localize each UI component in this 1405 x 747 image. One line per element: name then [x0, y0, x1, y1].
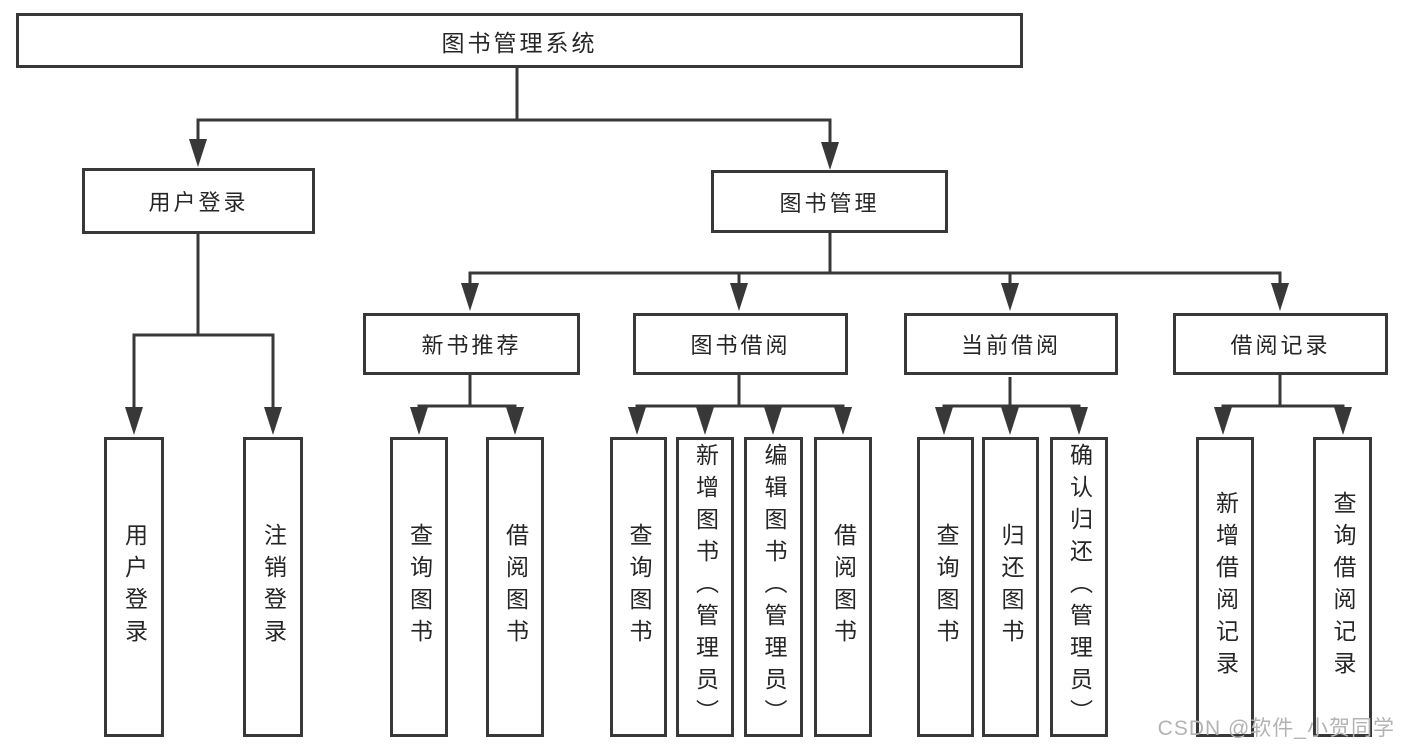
node-new-book-recommend: 新书推荐 — [363, 313, 580, 375]
leaf-borrow-record-0: 新增借阅记录 — [1196, 437, 1254, 737]
leaf-current-borrow-1: 归还图书 — [982, 437, 1039, 737]
arrowhead — [264, 407, 282, 435]
arrowhead — [189, 139, 207, 167]
arrowhead — [1214, 407, 1232, 435]
arrowhead — [834, 407, 852, 435]
node-book-borrow: 图书借阅 — [633, 313, 848, 375]
leaf-new-book-recommend-1: 借阅图书 — [486, 437, 544, 737]
arrowhead — [821, 142, 839, 170]
connector-path — [635, 375, 845, 412]
node-borrow-record: 借阅记录 — [1173, 313, 1388, 375]
arrowhead — [764, 407, 782, 435]
arrowhead — [1001, 407, 1019, 435]
arrowhead — [696, 407, 714, 435]
leaf-user-login-1: 注销登录 — [243, 437, 303, 737]
connector-path — [1221, 375, 1345, 412]
leaf-new-book-recommend-0: 查询图书 — [390, 437, 448, 737]
connector-path — [132, 234, 275, 413]
arrowhead — [628, 407, 646, 435]
leaf-borrow-record-1: 查询借阅记录 — [1313, 437, 1372, 737]
arrowhead — [730, 283, 748, 311]
leaf-book-borrow-3: 借阅图书 — [814, 437, 872, 737]
connector-path — [196, 68, 832, 148]
node-user-login: 用户登录 — [82, 168, 315, 234]
leaf-current-borrow-2: 确认归还（管理员） — [1050, 437, 1108, 737]
arrowhead — [1334, 407, 1352, 435]
arrowhead — [935, 407, 953, 435]
leaf-book-borrow-2: 编辑图书（管理员） — [744, 437, 803, 737]
arrowhead — [506, 407, 524, 435]
node-book-management: 图书管理 — [711, 170, 948, 233]
arrowhead — [1070, 407, 1088, 435]
connector-path — [468, 233, 1282, 289]
leaf-current-borrow-0: 查询图书 — [917, 437, 974, 737]
csdn-watermark: CSDN @软件_小贺同学 — [1157, 717, 1395, 740]
arrowhead — [125, 407, 143, 435]
leaf-book-borrow-0: 查询图书 — [610, 437, 667, 737]
node-current-borrow: 当前借阅 — [904, 313, 1118, 375]
arrowhead — [410, 407, 428, 435]
arrowhead — [1271, 283, 1289, 311]
node-root: 图书管理系统 — [16, 13, 1023, 68]
leaf-book-borrow-1: 新增图书（管理员） — [676, 437, 734, 737]
arrowhead — [461, 283, 479, 311]
connector-path — [942, 377, 1081, 412]
connector-path — [417, 375, 517, 412]
arrowhead — [1001, 283, 1019, 311]
leaf-user-login-0: 用户登录 — [104, 437, 164, 737]
